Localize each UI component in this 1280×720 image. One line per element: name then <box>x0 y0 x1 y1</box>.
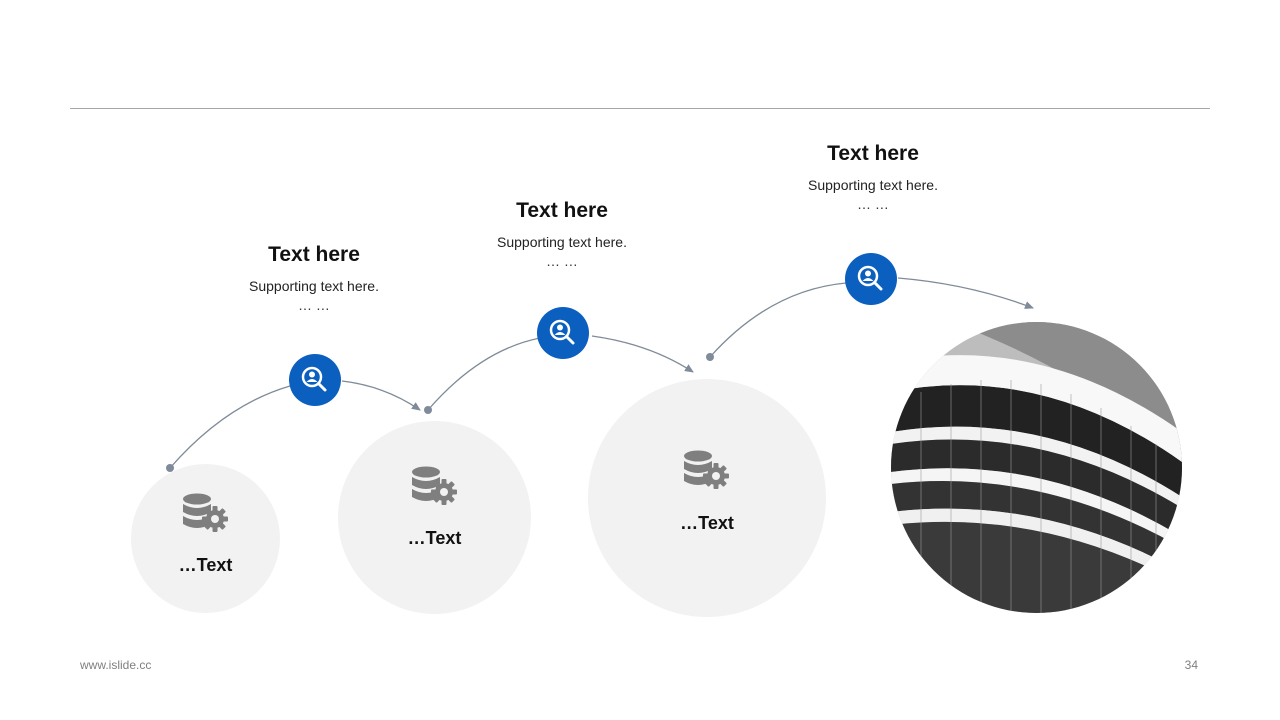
step-1-support: Supporting text here. <box>249 278 379 294</box>
step-3-text: Text here Supporting text here. … … <box>753 141 993 213</box>
top-divider <box>70 108 1210 109</box>
page-number: 34 <box>1184 658 1198 672</box>
connector-dot-3 <box>706 353 714 361</box>
step-2-support: Supporting text here. <box>497 234 627 250</box>
search-person-icon <box>537 307 589 359</box>
step-3-title: Text here <box>827 142 919 165</box>
step-2-text: Text here Supporting text here. … … <box>442 198 682 270</box>
connector-dot-2 <box>424 406 432 414</box>
building-photo <box>891 322 1182 613</box>
footer-url: www.islide.cc <box>80 658 152 672</box>
step-2-dots: … … <box>546 253 578 269</box>
database-gear-icon <box>412 466 457 505</box>
step-3-label: …Text <box>680 513 734 533</box>
connector-2b <box>591 335 694 373</box>
step-1-text: Text here Supporting text here. … … <box>194 242 434 314</box>
connector-2a <box>427 337 541 411</box>
step-2-circle: …Text <box>338 421 531 614</box>
search-person-icon <box>289 354 341 406</box>
connector-3a <box>709 282 847 358</box>
step-3-dots: … … <box>857 196 889 212</box>
search-person-icon <box>845 253 897 305</box>
connector-3b <box>897 277 1034 309</box>
step-3-support: Supporting text here. <box>808 177 938 193</box>
connector-1b <box>341 380 421 411</box>
step-1-title: Text here <box>268 243 360 266</box>
connector-dot-1 <box>166 464 174 472</box>
step-1-label: …Text <box>178 555 233 575</box>
database-gear-icon <box>684 450 729 489</box>
step-1-dots: … … <box>298 297 330 313</box>
step-3-circle: …Text <box>588 379 826 617</box>
step-2-title: Text here <box>516 199 608 222</box>
step-1-circle: …Text <box>131 464 280 613</box>
connector-1a <box>169 385 291 469</box>
database-gear-icon <box>183 493 228 532</box>
step-2-label: …Text <box>407 528 462 548</box>
